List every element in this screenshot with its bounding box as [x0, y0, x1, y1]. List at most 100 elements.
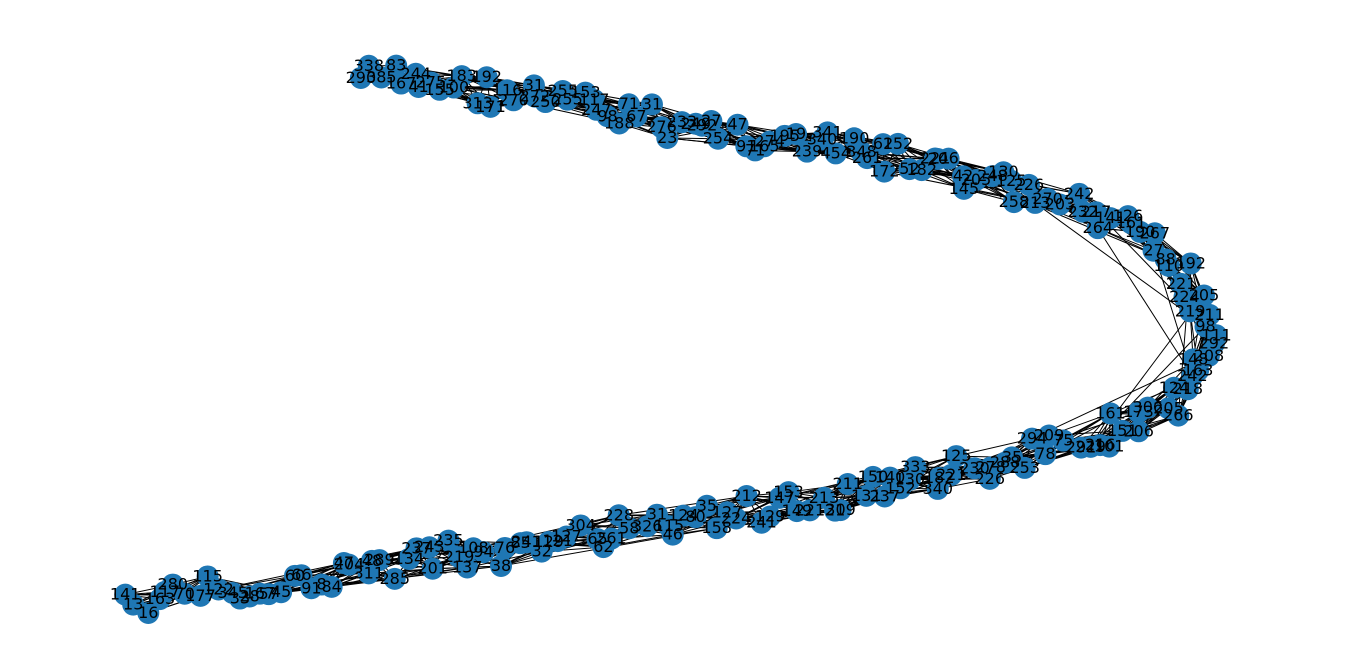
node-label: 313 [462, 93, 493, 112]
node-label: 292 [1199, 334, 1230, 353]
node-label: 208 [1194, 346, 1225, 365]
node-label: 224 [1169, 287, 1200, 306]
node-label: 127 [712, 502, 743, 521]
node-label: 47 [334, 553, 354, 572]
graph-node [1193, 284, 1216, 307]
node-label: 116 [492, 80, 523, 99]
node-label: 57 [259, 584, 279, 603]
node-label: 126 [1113, 206, 1144, 225]
node-label: 270 [1032, 189, 1063, 208]
node-label: 274 [754, 132, 785, 151]
node-label: 158 [701, 518, 732, 537]
node-label: 117 [579, 90, 610, 109]
node-label: 28 [239, 586, 259, 605]
graph-node [879, 466, 902, 489]
node-label: 253 [1009, 458, 1040, 477]
node-label: 75 [1053, 431, 1073, 450]
graph-node [750, 511, 773, 534]
node-label: 177 [185, 586, 216, 605]
node-label: 41 [408, 77, 428, 96]
node-label: 235 [433, 531, 464, 550]
graph-node [625, 105, 648, 128]
graph-node [1034, 443, 1057, 466]
labels-layer: 2903383858316724441275155100183313192171… [110, 56, 1232, 622]
graph-node [705, 517, 728, 540]
graph-node [475, 66, 498, 89]
node-label: 204 [334, 555, 365, 574]
node-label: 226 [1014, 175, 1045, 194]
node-label: 145 [949, 179, 980, 198]
graph-node [1179, 252, 1202, 275]
graph-node [397, 548, 420, 571]
node-label: 45 [271, 582, 291, 601]
node-label: 161 [1116, 213, 1147, 232]
node-label: 172 [869, 162, 900, 181]
graph-node [836, 473, 859, 496]
node-label: 294 [1017, 429, 1048, 448]
node-label: 88 [1156, 249, 1176, 268]
node-label: 250 [530, 92, 561, 111]
graph-edge [764, 145, 936, 159]
graph-node [768, 486, 791, 509]
node-label: 124 [1159, 378, 1190, 397]
node-label: 165 [749, 136, 780, 155]
node-label: 209 [1034, 426, 1065, 445]
node-label: 258 [999, 192, 1030, 211]
node-label: 205 [1153, 398, 1184, 417]
node-label: 127 [551, 527, 582, 546]
node-label: 31 [524, 75, 544, 94]
node-label: 290 [346, 68, 377, 87]
node-label: 167 [386, 74, 417, 93]
node-label: 206 [1123, 421, 1154, 440]
node-label: 285 [379, 569, 410, 588]
graph-node [886, 132, 909, 155]
graph-node [1127, 401, 1150, 424]
node-label: 237 [401, 538, 432, 557]
node-label: 241 [511, 532, 542, 551]
node-label: 237 [869, 487, 900, 506]
graph-node [873, 160, 896, 183]
graph-node [855, 484, 878, 507]
node-label: 115 [192, 566, 223, 585]
node-label: 85 [510, 533, 530, 552]
graph-node [824, 142, 847, 165]
graph-node [1068, 182, 1091, 205]
graph-node [785, 123, 808, 146]
node-label: 115 [654, 516, 685, 535]
graph-node [785, 500, 808, 523]
node-label: 148 [1178, 349, 1209, 368]
graph-node [1070, 436, 1093, 459]
node-label: 48 [362, 551, 382, 570]
node-label: 60 [285, 566, 305, 585]
node-label: 226 [974, 469, 1005, 488]
node-label: 31 [647, 505, 667, 524]
graph-edge [1031, 355, 1210, 440]
node-label: 46 [663, 525, 683, 544]
node-label: 201 [417, 559, 448, 578]
node-label: 98 [1195, 317, 1215, 336]
node-label: 20 [928, 149, 948, 168]
node-label: 275 [416, 72, 447, 91]
node-label: 190 [1125, 222, 1156, 241]
node-label: 62 [873, 134, 893, 153]
node-label: 155 [424, 80, 455, 99]
node-label: 67 [626, 106, 646, 125]
node-label: 385 [366, 67, 397, 86]
node-label: 182 [906, 160, 937, 179]
node-label: 152 [885, 478, 916, 497]
node-label: 8 [317, 575, 327, 594]
node-label: 291 [1066, 438, 1097, 457]
node-label: 23 [657, 128, 677, 147]
node-label: 35 [697, 496, 717, 515]
node-label: 47 [727, 115, 747, 134]
graph-node [1099, 207, 1122, 230]
node-label: 38 [491, 556, 511, 575]
node-label: 218 [1173, 379, 1204, 398]
node-label: 213 [1020, 193, 1051, 212]
graph-node [490, 555, 513, 578]
node-label: 94 [473, 542, 493, 561]
node-label: 211 [1194, 305, 1225, 324]
node-label: 272 [520, 87, 551, 106]
graph-node [1111, 419, 1134, 442]
graph-node [926, 477, 949, 500]
